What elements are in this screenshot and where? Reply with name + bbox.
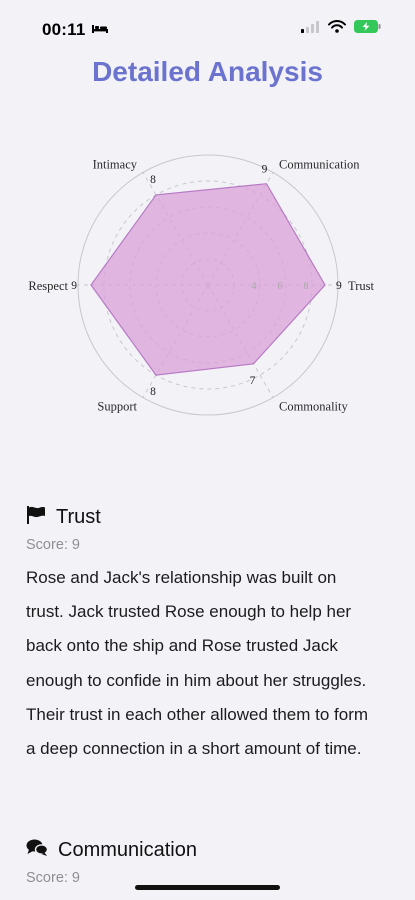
- status-time: 00:11: [42, 20, 86, 39]
- radar-axis-labels: Trust Communication IntimacyRespectSupport…: [28, 157, 374, 413]
- home-indicator[interactable]: [135, 885, 280, 890]
- radar-axis-label-respect: Respect: [28, 279, 68, 293]
- radar-value-respect: 9: [71, 280, 77, 292]
- radar-ring-label-6: 6: [277, 281, 282, 292]
- radar-value-commonality: 7: [250, 375, 256, 387]
- radar-value-trust: 9: [336, 280, 342, 292]
- radar-axis-label-trust: Trust: [348, 279, 374, 293]
- radar-chart: 4 6 8 9 9 8 9 8 7 Trust Communication IntimacyRes…: [28, 154, 374, 416]
- cellular-signal-icon: [300, 20, 320, 38]
- communication-score: Score: 9: [26, 870, 80, 886]
- flag-icon: [26, 505, 46, 529]
- status-left: 00:11: [42, 20, 109, 40]
- wifi-icon: [328, 20, 346, 38]
- radar-value-communication: 9: [262, 164, 268, 176]
- trust-title: Trust: [56, 505, 101, 528]
- battery-charging-icon: [354, 20, 381, 38]
- radar-value-support: 8: [150, 386, 156, 398]
- trust-score: Score: 9: [26, 537, 80, 553]
- radar-value-labels: 9 9 8 9 8 7: [71, 164, 342, 398]
- trust-description: Rose and Jack's relationship was built o…: [26, 568, 369, 759]
- communication-section-header: Communication: [26, 836, 371, 864]
- trust-section: Trust Score: 9 Rose and Jack's relations…: [26, 503, 371, 766]
- sleep-bed-icon: [91, 21, 109, 39]
- radar-axis-label-intimacy: Intimacy: [93, 157, 138, 171]
- radar-ring-labels: 4 6 8: [251, 281, 308, 292]
- radar-axis-label-commonality: Commonality: [279, 400, 349, 414]
- status-bar: 00:11: [0, 0, 415, 44]
- radar-value-intimacy: 8: [150, 174, 156, 186]
- communication-title: Communication: [58, 838, 197, 861]
- radar-axis-label-communication: Communication: [279, 157, 360, 171]
- chat-bubbles-icon: [26, 839, 49, 862]
- radar-data-polygon: [90, 183, 326, 376]
- status-right: [300, 20, 381, 38]
- trust-section-header: Trust: [26, 503, 371, 531]
- communication-section: Communication Score: 9: [26, 836, 371, 887]
- radar-axis-label-support: Support: [97, 400, 137, 414]
- radar-ring-label-8: 8: [303, 281, 308, 292]
- radar-ring-label-4: 4: [251, 281, 257, 292]
- page-title: Detailed Analysis: [92, 56, 323, 87]
